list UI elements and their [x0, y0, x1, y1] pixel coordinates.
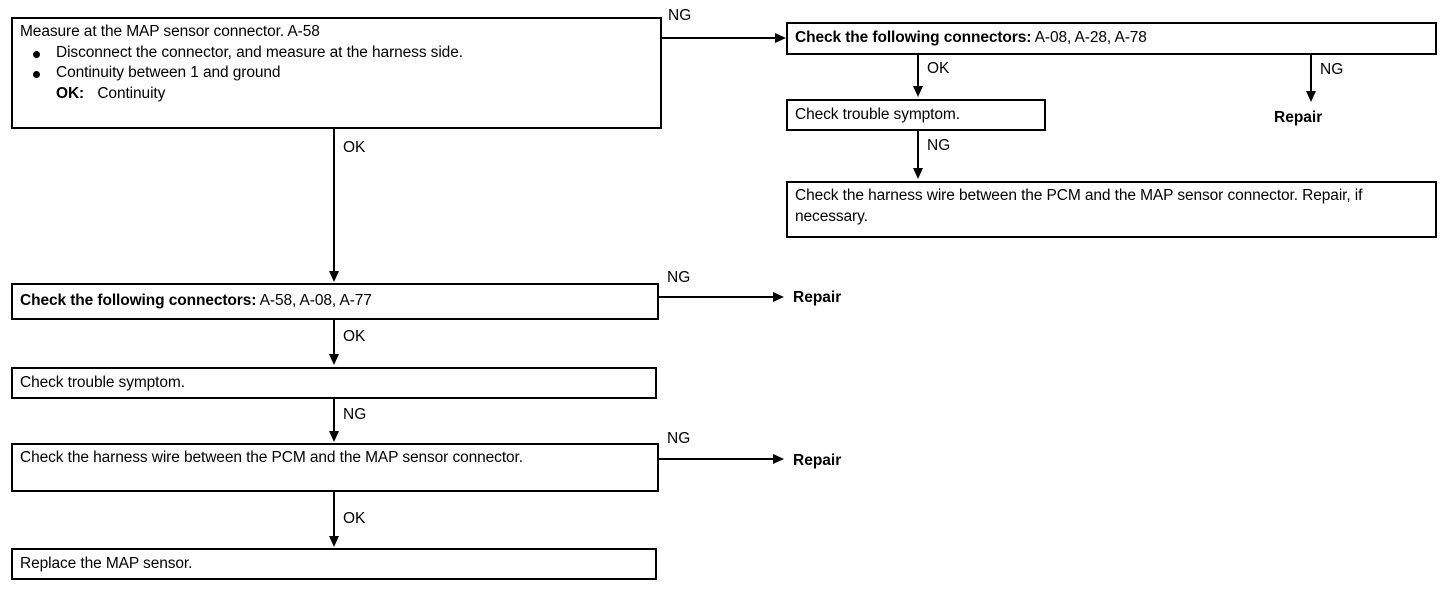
arrowhead-down-icon [329, 431, 339, 442]
edge-symptom-right-to-harness [917, 131, 919, 170]
edge-label-ng-connectors-right: NG [1320, 61, 1344, 78]
arrowhead-right-icon [775, 33, 786, 43]
measure-ok-value: Continuity [97, 84, 166, 102]
node-harness-left: Check the harness wire between the PCM a… [11, 443, 659, 492]
edge-label-ng-symptom-left: NG [343, 406, 367, 423]
edge-label-ok-harness-left: OK [343, 510, 366, 527]
arrowhead-down-icon [913, 86, 923, 97]
measure-bullet-list: Disconnect the connector, and measure at… [20, 43, 653, 84]
arrowhead-down-icon [329, 271, 339, 282]
replace-sensor-text: Replace the MAP sensor. [20, 555, 193, 572]
arrowhead-down-icon [329, 536, 339, 547]
node-check-symptom-right: Check trouble symptom. [786, 99, 1046, 131]
arrowhead-down-icon [1306, 91, 1316, 102]
harness-left-text: Check the harness wire between the PCM a… [20, 449, 523, 466]
check-symptom-right-text: Check trouble symptom. [795, 106, 960, 123]
arrowhead-right-icon [773, 454, 784, 464]
bullet-dot-icon [33, 71, 40, 79]
edge-connectors-right-to-symptom [917, 55, 919, 88]
edge-label-ng-harness-left: NG [667, 430, 691, 447]
measure-bullet-1: Continuity between 1 and ground [56, 64, 281, 82]
check-symptom-left-text: Check trouble symptom. [20, 374, 185, 391]
node-harness-right: Check the harness wire between the PCM a… [786, 181, 1437, 238]
connectors-right-plain: A-08, A-28, A-78 [1031, 29, 1147, 46]
edge-connectors-left-to-symptom [333, 320, 335, 356]
measure-bullet-0: Disconnect the connector, and measure at… [56, 43, 463, 61]
node-replace-sensor: Replace the MAP sensor. [11, 548, 657, 580]
node-connectors-right: Check the following connectors: A-08, A-… [786, 22, 1437, 55]
node-check-symptom-left: Check trouble symptom. [11, 367, 657, 399]
node-measure-map-sensor: Measure at the MAP sensor connector. A-5… [11, 17, 662, 129]
edge-label-ng-measure-right: NG [668, 7, 692, 24]
edge-harness-left-to-repair [659, 458, 776, 460]
edge-label-ok-connectors-right: OK [927, 60, 950, 77]
edge-measure-to-connectors-left [333, 129, 335, 273]
edge-label-ng-connectors-left: NG [667, 269, 691, 286]
node-repair-right-top: Repair [1274, 109, 1323, 126]
node-repair-bottom: Repair [793, 452, 842, 469]
arrowhead-right-icon [773, 292, 784, 302]
node-repair-mid: Repair [793, 289, 842, 306]
measure-ok-criterion: OK: Continuity [20, 84, 653, 105]
measure-heading: Measure at the MAP sensor connector. A-5… [20, 23, 320, 40]
edge-label-ng-symptom-right: NG [927, 137, 951, 154]
edge-symptom-left-to-harness [333, 399, 335, 433]
edge-connectors-right-to-repair [1310, 55, 1312, 93]
node-connectors-left: Check the following connectors: A-58, A-… [11, 283, 659, 320]
edge-harness-left-to-replace [333, 492, 335, 538]
connectors-left-plain: A-58, A-08, A-77 [256, 292, 372, 309]
list-item: Disconnect the connector, and measure at… [20, 43, 653, 64]
arrowhead-down-icon [329, 354, 339, 365]
edge-connectors-left-to-repair [659, 296, 776, 298]
list-item: Continuity between 1 and ground [20, 63, 653, 84]
edge-measure-to-connectors-right [661, 37, 777, 39]
arrowhead-down-icon [913, 168, 923, 179]
connectors-left-bold: Check the following connectors: [20, 292, 257, 309]
edge-label-ok-connectors-left: OK [343, 328, 366, 345]
edge-label-ok-measure-left: OK [343, 139, 366, 156]
connectors-right-bold: Check the following connectors: [795, 29, 1032, 46]
bullet-dot-icon [33, 50, 40, 58]
measure-ok-label: OK: [56, 84, 85, 102]
harness-right-text: Check the harness wire between the PCM a… [795, 187, 1363, 225]
